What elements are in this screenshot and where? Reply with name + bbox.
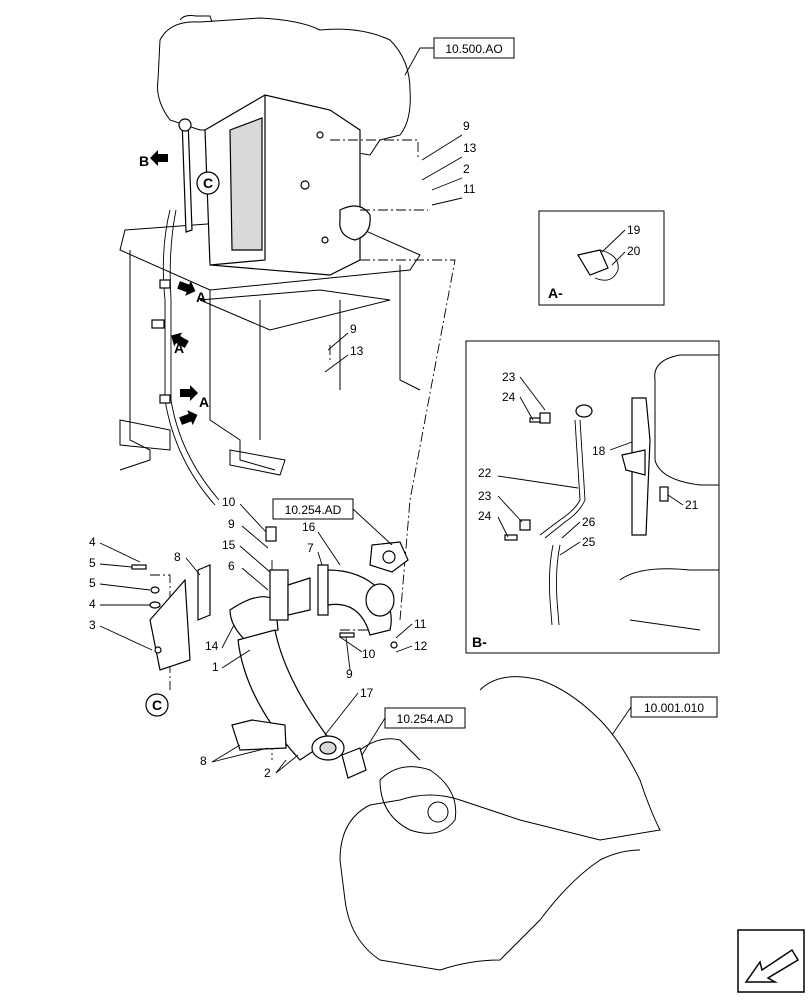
svg-text:2: 2 <box>463 162 470 176</box>
svg-text:24: 24 <box>478 509 492 523</box>
engine-block-outline <box>339 676 661 971</box>
detail-a-panel <box>538 210 665 306</box>
svg-text:24: 24 <box>502 390 516 404</box>
view-indicators: B A A A C C A- B- <box>139 150 563 717</box>
svg-text:9: 9 <box>228 517 235 531</box>
svg-text:2: 2 <box>264 766 271 780</box>
svg-text:16: 16 <box>302 520 316 534</box>
svg-text:26: 26 <box>582 515 596 529</box>
svg-text:15: 15 <box>222 538 236 552</box>
svg-text:6: 6 <box>228 559 235 573</box>
svg-text:19: 19 <box>627 223 641 237</box>
svg-text:A: A <box>199 394 209 410</box>
svg-text:4: 4 <box>89 597 96 611</box>
dipstick-tube-assembly <box>151 118 220 506</box>
svg-text:3: 3 <box>89 618 96 632</box>
svg-text:10: 10 <box>362 647 376 661</box>
detail-a-title: A- <box>548 285 563 301</box>
direction-arrow-icon[interactable] <box>737 929 805 993</box>
svg-text:23: 23 <box>502 370 516 384</box>
svg-text:5: 5 <box>89 576 96 590</box>
ref-box-engine-block[interactable]: 10.001.010 <box>611 696 718 736</box>
svg-text:10.500.AO: 10.500.AO <box>445 42 502 56</box>
svg-text:A: A <box>196 289 206 305</box>
svg-text:25: 25 <box>582 535 596 549</box>
svg-text:13: 13 <box>463 141 477 155</box>
svg-text:C: C <box>152 697 162 713</box>
svg-text:9: 9 <box>463 119 470 133</box>
svg-text:10: 10 <box>222 495 236 509</box>
svg-text:4: 4 <box>89 535 96 549</box>
svg-text:18: 18 <box>592 444 606 458</box>
svg-text:13: 13 <box>350 344 364 358</box>
svg-text:10.001.010: 10.001.010 <box>644 701 704 715</box>
svg-text:A: A <box>174 340 184 356</box>
mounting-bracket-plate <box>204 94 371 276</box>
svg-text:8: 8 <box>174 550 181 564</box>
detail-b-panel <box>465 340 720 654</box>
svg-text:8: 8 <box>200 754 207 768</box>
svg-text:20: 20 <box>627 244 641 258</box>
svg-text:9: 9 <box>350 322 357 336</box>
svg-text:11: 11 <box>414 617 427 631</box>
svg-text:14: 14 <box>205 639 219 653</box>
svg-text:17: 17 <box>360 686 374 700</box>
svg-text:10.254.AD: 10.254.AD <box>397 712 454 726</box>
svg-text:7: 7 <box>307 541 314 555</box>
svg-text:5: 5 <box>89 556 96 570</box>
ref-box-flange-mid[interactable]: 10.254.AD <box>272 498 393 546</box>
exhaust-pipe-assembly <box>131 526 409 779</box>
ref-box-flange-low[interactable]: 10.254.AD <box>361 707 466 756</box>
callout-numbers: 9 13 2 11 9 13 19 20 23 24 18 22 23 24 2… <box>89 119 699 780</box>
svg-text:1: 1 <box>212 660 219 674</box>
svg-text:22: 22 <box>478 466 492 480</box>
arrow-right-icon <box>150 150 168 166</box>
ref-box-engine-top[interactable]: 10.500.AO <box>404 37 515 76</box>
detail-b-title: B- <box>472 634 487 650</box>
callout-b-label: B <box>139 153 149 169</box>
svg-text:9: 9 <box>346 667 353 681</box>
svg-text:23: 23 <box>478 489 492 503</box>
svg-text:11: 11 <box>463 182 476 196</box>
svg-text:10.254.AD: 10.254.AD <box>285 503 342 517</box>
svg-text:12: 12 <box>414 639 428 653</box>
svg-text:21: 21 <box>685 498 699 512</box>
svg-text:C: C <box>203 175 213 191</box>
